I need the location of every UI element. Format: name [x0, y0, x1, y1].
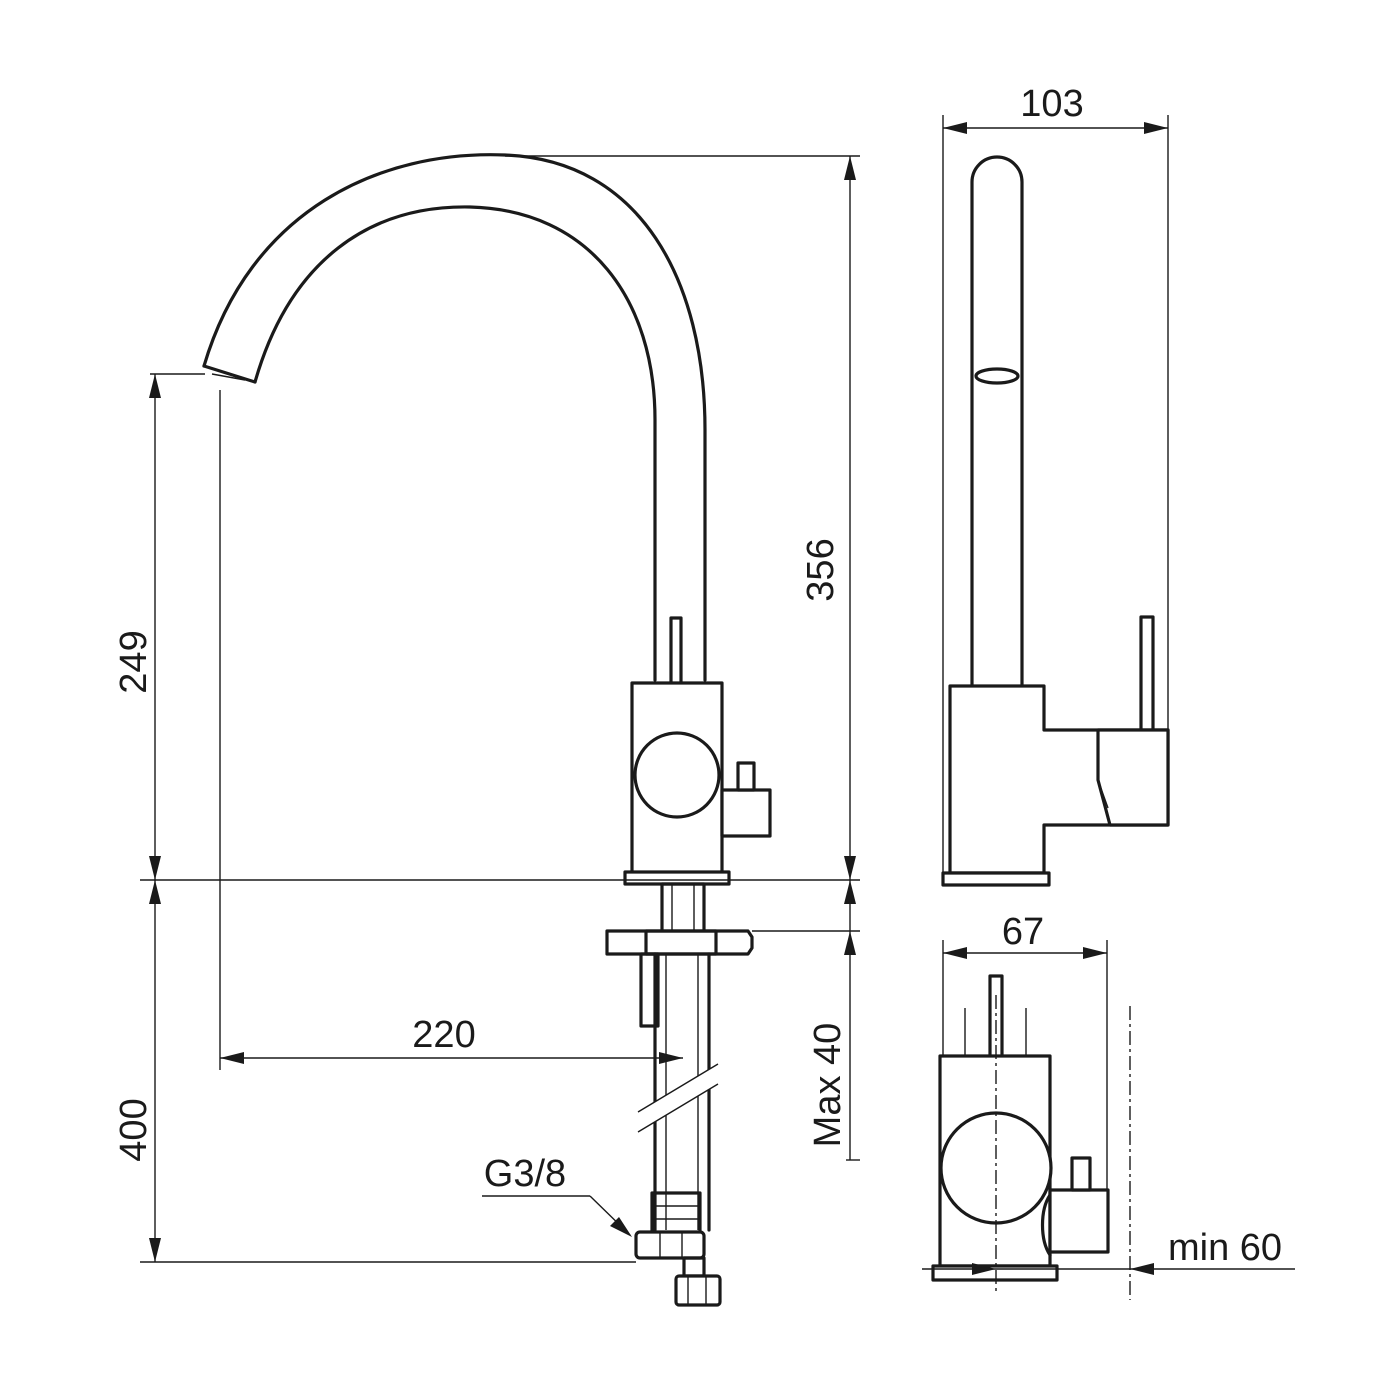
mounting-plate: [605, 929, 754, 956]
thread-tail: [674, 1274, 722, 1307]
spout-inner-arc: [253, 205, 657, 682]
plate-nut: [644, 929, 718, 956]
spout-outlet: [202, 364, 257, 384]
dim-label-400: 400: [113, 1098, 155, 1161]
hose-ferrule: [650, 1191, 702, 1235]
side-dimensions: 103: [942, 83, 1169, 873]
dim-label-67: 67: [1002, 911, 1044, 953]
side-valve: [720, 788, 772, 838]
rear-view: [931, 974, 1131, 1300]
dim-label-220: 220: [412, 1014, 475, 1056]
side-aerator: [974, 367, 1020, 385]
dim-label-min60: min 60: [1168, 1227, 1282, 1269]
side-valve-wedge: [1096, 728, 1170, 827]
connection-nut: [634, 1230, 706, 1260]
side-view: [941, 155, 1170, 887]
aerator-tick: [211, 373, 246, 381]
base-ring: [623, 870, 731, 886]
dim-label-356: 356: [800, 538, 842, 601]
side-base-ring: [941, 871, 1051, 887]
front-view: [202, 153, 772, 1307]
spout-outer-arc: [202, 153, 707, 682]
thread-nipple: [682, 1256, 706, 1278]
rear-base-plate: [931, 1264, 1059, 1282]
side-valve-knob: [736, 761, 756, 792]
rear-side-knob: [1070, 1156, 1092, 1192]
dim-label-max40: Max 40: [807, 1023, 849, 1148]
lever-disc: [633, 731, 721, 819]
rear-dimensions: 67 min 60: [922, 911, 1295, 1275]
side-spout: [970, 155, 1024, 686]
fixing-stud: [639, 952, 660, 1028]
threaded-shank: [660, 882, 706, 934]
front-dimensions: 249 400 356 Max 40 220 G3/8: [113, 155, 860, 1263]
side-lever: [1139, 615, 1155, 739]
dim-label-249: 249: [113, 630, 155, 693]
label-g38: G3/8: [484, 1153, 566, 1195]
dim-label-103: 103: [1020, 83, 1083, 125]
rear-side-valve: [1048, 1188, 1110, 1254]
break-marks: [637, 1063, 719, 1133]
